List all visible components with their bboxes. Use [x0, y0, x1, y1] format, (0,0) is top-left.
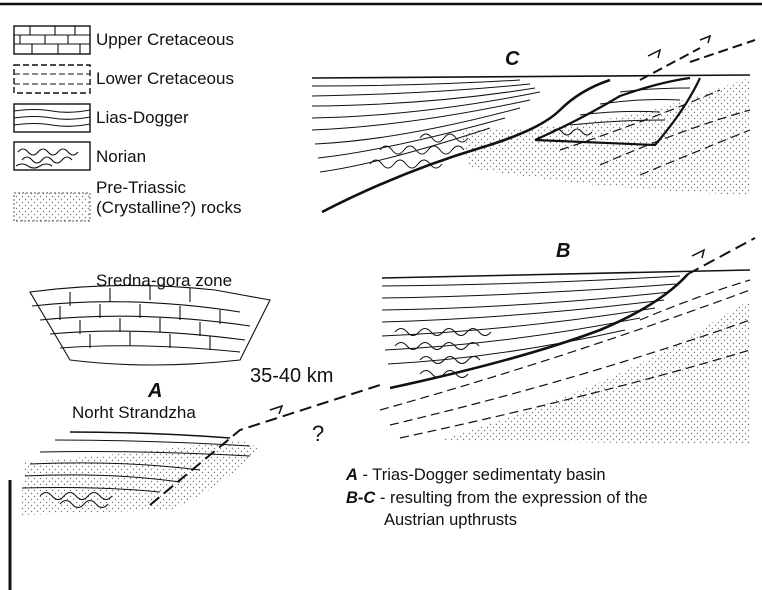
section-b — [380, 238, 755, 445]
legend-swatches — [14, 26, 90, 221]
section-c-label: C — [505, 48, 519, 70]
swatch-lower-cretaceous — [14, 65, 90, 93]
legend-label-pre-triassic: Pre-Triassic — [96, 179, 186, 198]
caption-a-key: A — [346, 466, 358, 484]
caption-bc: B-C - resulting from the expression of t… — [346, 489, 648, 507]
section-a-label: A — [148, 380, 162, 402]
legend-label-lias-dogger: Lias-Dogger — [96, 109, 189, 128]
legend-label-crystalline-rocks: (Crystalline?) rocks — [96, 199, 241, 218]
caption-a-text: - Trias-Dogger sedimentaty basin — [358, 466, 606, 484]
swatch-norian — [14, 142, 90, 170]
caption-bc-line2: Austrian upthrusts — [384, 511, 517, 529]
section-c — [312, 36, 755, 212]
section-b-label: B — [556, 240, 570, 262]
legend-label-norian: Norian — [96, 148, 146, 167]
caption-bc-text: - resulting from the expression of the — [375, 489, 647, 507]
distance-label: 35-40 km — [250, 365, 333, 387]
sredna-gora-label: Sredna-gora zone — [96, 272, 232, 291]
legend-label-lower-cretaceous: Lower Cretaceous — [96, 70, 234, 89]
caption-bc-key: B-C — [346, 489, 375, 507]
swatch-upper-cretaceous — [14, 26, 90, 54]
swatch-pre-triassic — [14, 193, 90, 221]
question-mark-label: ? — [312, 422, 324, 446]
sredna-gora-block — [30, 285, 270, 365]
caption-a: A - Trias-Dogger sedimentaty basin — [346, 466, 606, 484]
swatch-lias-dogger — [14, 104, 90, 132]
legend-label-upper-cretaceous: Upper Cretaceous — [96, 31, 234, 50]
north-strandzha-label: Norht Strandzha — [72, 404, 196, 423]
